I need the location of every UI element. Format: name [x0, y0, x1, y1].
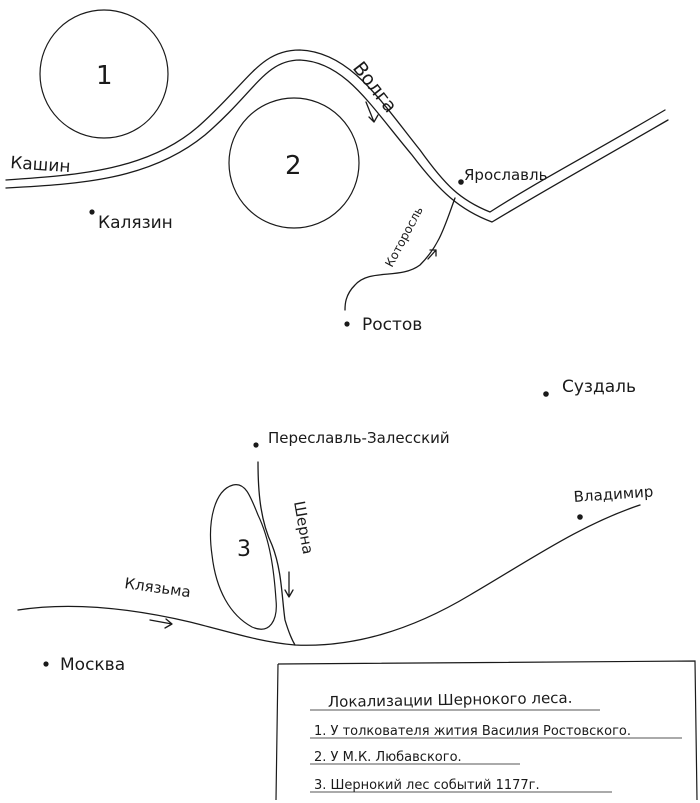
sherna-river: [257, 461, 296, 646]
city-kashin: Кашин: [10, 153, 71, 177]
city-kalyazin: Калязин: [89, 209, 173, 233]
volga-label: Волга: [348, 58, 401, 118]
city-vladimir: Владимир: [573, 482, 654, 520]
zone-3: 3: [209, 484, 277, 630]
city-rostov: Ростов: [344, 315, 422, 335]
vladimir-dot: [577, 514, 583, 520]
sherna-flow-arrow: [284, 571, 294, 598]
city-suzdal: Суздаль: [543, 377, 636, 397]
rostov-label: Ростов: [362, 315, 422, 335]
suzdal-dot: [543, 391, 549, 397]
yaroslavl-dot: [458, 179, 464, 185]
moskva-label: Москва: [60, 655, 125, 675]
kotorosl-flow-arrow: [427, 249, 437, 260]
legend-title: Локализации Шернокого леса.: [328, 689, 573, 711]
vladimir-label: Владимир: [573, 482, 654, 506]
volga-river: [5, 49, 669, 223]
city-moskva: Москва: [43, 655, 125, 675]
legend-item-1: 1. У толкователя жития Василия Ростовско…: [314, 724, 631, 739]
legend-item-2: 2. У М.К. Любавского.: [314, 750, 462, 765]
klyazma-flow-arrow: [149, 618, 173, 629]
zone-3-label: 3: [237, 537, 251, 562]
zone-1: 1: [39, 9, 169, 139]
suzdal-label: Суздаль: [562, 377, 636, 397]
zone-1-label: 1: [96, 61, 113, 91]
yaroslavl-label: Ярославль: [464, 166, 547, 184]
klyazma-river: [17, 504, 641, 646]
city-pereslavl: Переславль-Залесский: [253, 429, 450, 448]
zone-2: 2: [228, 97, 360, 229]
zone-2-label: 2: [285, 151, 302, 181]
moskva-dot: [43, 661, 49, 667]
kotorosl-label: Которосль: [382, 204, 426, 269]
kashin-label: Кашин: [10, 153, 71, 177]
kotorosl-river: [344, 197, 456, 311]
legend-item-3: 3. Шернокий лес событий 1177г.: [314, 778, 540, 793]
rostov-dot: [344, 321, 350, 327]
legend-box: Локализации Шернокого леса. 1. У толкова…: [275, 660, 698, 801]
kalyazin-label: Калязин: [98, 213, 173, 233]
city-yaroslavl: Ярославль: [458, 166, 547, 185]
sherna-label: Шерна: [290, 500, 317, 556]
volga-flow-arrow: [365, 101, 379, 123]
klyazma-label: Клязьма: [123, 574, 191, 601]
pereslavl-label: Переславль-Залесский: [268, 429, 450, 447]
kalyazin-dot: [89, 209, 95, 215]
pereslavl-dot: [253, 442, 259, 448]
